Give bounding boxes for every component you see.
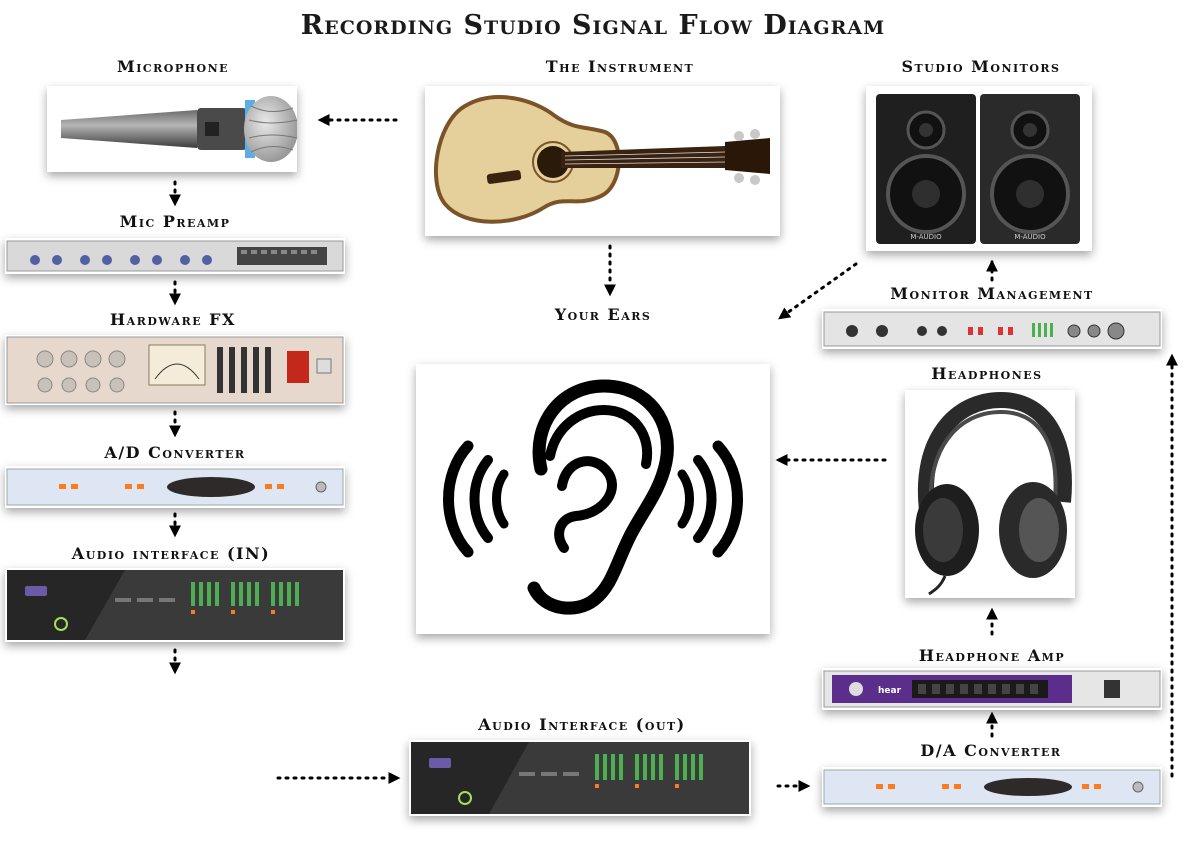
ad-converter-rack-icon [6, 468, 344, 506]
microphone-icon [61, 96, 297, 162]
monitor-brand-left: M-AUDIO [910, 233, 942, 241]
monitor-management-card [822, 309, 1162, 349]
monitor-management-rack-icon [823, 311, 1161, 347]
page-title: Recording Studio Signal Flow Diagram [300, 10, 886, 41]
label-headphone-amp: Headphone Amp [918, 646, 1066, 665]
audio-interface-out-card [409, 740, 751, 816]
hardware-fx-rack-icon [6, 336, 344, 404]
headphone-amp-card: hear [822, 668, 1162, 710]
label-ad-converter: A/D Converter [104, 443, 246, 462]
label-headphones: Headphones [931, 364, 1043, 383]
arrow-monitors-to-ears [778, 262, 858, 320]
ad-converter-card [5, 466, 345, 508]
label-audio-interface-in: Audio interface (IN) [71, 544, 271, 563]
label-studio-monitors: Studio Monitors [901, 57, 1061, 76]
mic-preamp-card [5, 238, 345, 274]
label-audio-interface-out: Audio Interface (out) [478, 715, 686, 734]
da-converter-rack-icon [823, 769, 1161, 805]
label-mic-preamp: Mic Preamp [119, 212, 231, 231]
label-hardware-fx: Hardware FX [110, 310, 236, 329]
instrument-card [425, 86, 780, 236]
label-your-ears: Your Ears [554, 305, 652, 324]
microphone-card [47, 86, 297, 172]
guitar-icon [433, 95, 770, 224]
studio-monitors-card: M-AUDIO M-AUDIO [866, 86, 1092, 251]
monitor-brand-right: M-AUDIO [1014, 233, 1046, 241]
hp-amp-brand: hear [878, 686, 902, 696]
hardware-fx-card [5, 335, 345, 405]
ear-icon [443, 379, 743, 615]
headphone-amp-rack-icon: hear [823, 670, 1161, 708]
label-monitor-management: Monitor Management [890, 284, 1094, 303]
audio-interface-in-rack-icon [7, 570, 343, 640]
speaker-icon: M-AUDIO M-AUDIO [876, 94, 1080, 244]
label-da-converter: D/A Converter [920, 741, 1062, 760]
audio-interface-out-rack-icon [411, 742, 749, 814]
label-microphone: Microphone [116, 57, 230, 76]
headphones-icon [915, 391, 1072, 596]
mic-preamp-rack-icon [6, 240, 344, 272]
label-instrument: The Instrument [545, 57, 695, 76]
audio-interface-in-card [5, 568, 345, 642]
headphones-card [905, 390, 1075, 598]
ear-card [416, 364, 770, 634]
da-converter-card [822, 767, 1162, 807]
